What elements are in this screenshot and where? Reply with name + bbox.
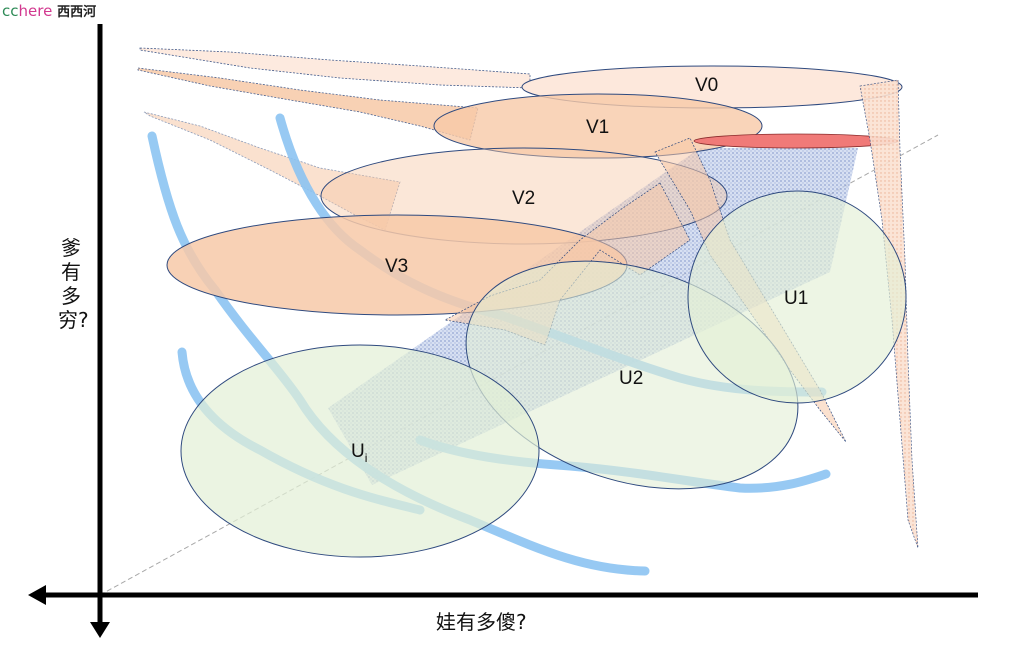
ellipse-u1 <box>687 190 907 404</box>
label-v3: V3 <box>385 256 408 277</box>
watermark-cn: 西西河 <box>57 5 97 20</box>
streamer-v0 <box>139 47 531 89</box>
label-v2: V2 <box>512 188 535 209</box>
label-u2: U2 <box>619 368 643 389</box>
x-axis-label: 娃有多傻? <box>436 610 527 634</box>
x-axis-arrow-left-icon <box>28 585 46 605</box>
label-ui-main: U <box>351 441 365 462</box>
label-v0: V0 <box>695 75 718 96</box>
y-axis-label: 爹有多穷? <box>58 236 89 332</box>
label-v1: V1 <box>586 117 609 138</box>
y-axis-arrow-down-icon <box>90 622 110 638</box>
ellipse-red-disc <box>693 133 899 149</box>
watermark-here: here <box>18 2 53 20</box>
streamer-v1 <box>137 67 479 141</box>
label-ui: Ui <box>351 441 367 465</box>
label-u1: U1 <box>784 288 808 309</box>
label-ui-sub: i <box>365 451 368 465</box>
ribbon-right-drape <box>859 79 919 549</box>
watermark: cchere 西西河 <box>2 2 96 22</box>
watermark-cc: cc <box>2 2 19 20</box>
ellipse-ui <box>180 344 540 558</box>
